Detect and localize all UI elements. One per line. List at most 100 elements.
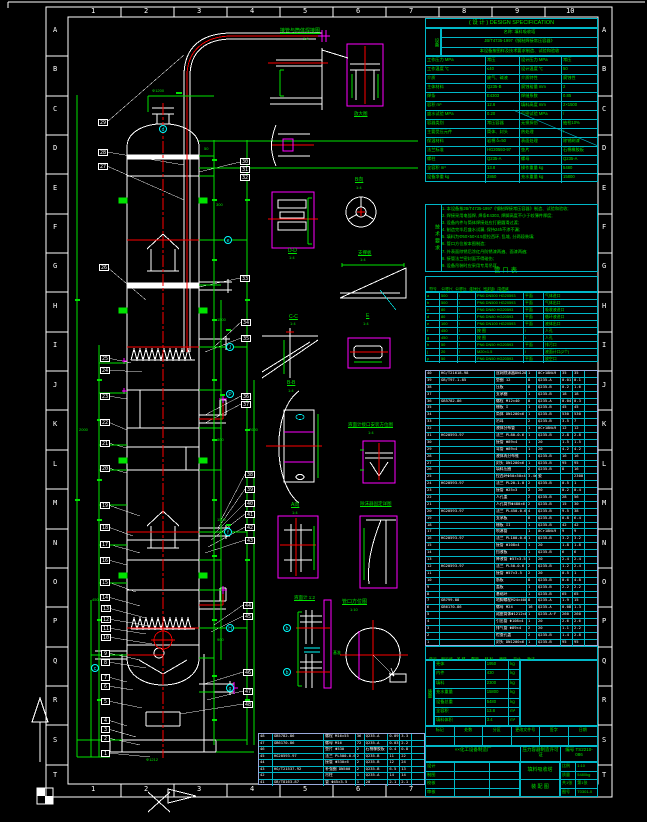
bom-row: 11 接管 Φ57×3.5 2 20 0.5 1 [426, 570, 597, 578]
bom-note [412, 754, 424, 760]
signature-empty-area [520, 660, 598, 726]
bom-row: 29 弯管 Φ89×4 1 20 4.2 4.2 [426, 446, 597, 454]
bom-material: Q235-B [537, 515, 561, 522]
bom-name: 封头 DN1200×6 [495, 639, 527, 647]
grid-ref: 5 [303, 7, 308, 15]
bom-standard: HG20593-97 [440, 536, 495, 543]
bom-qty: 1 [527, 639, 537, 647]
bom-name: 引出管 Φ108×4 [495, 619, 527, 625]
bom-row: 7 GB799-88 地脚螺栓M24×400 8 Q235-A 1.9 15 [426, 598, 597, 606]
notes-side-label: 技术要求 [426, 205, 442, 271]
bom-totalweight: 530 [573, 412, 585, 419]
drawing-label: A向 [291, 502, 300, 508]
nozzle-pn: / [458, 321, 476, 327]
bom-totalweight: 16 [573, 453, 585, 460]
bom-standard [440, 570, 495, 577]
nozzle-row: j 20 / M20×1.5 / 液面计口(2个) [426, 349, 597, 356]
spec-label: 焊缝系数 [520, 93, 562, 101]
spec-row: 螺柱 Q235-A 螺母 Q235-A [426, 156, 597, 165]
bom-name: 喷淋管 [495, 529, 527, 536]
nozzle-standard: PN6 DN100 HG20593 [476, 321, 524, 327]
drawing-label: 1:4 [363, 321, 369, 326]
signature-name [455, 780, 490, 788]
bom-unitweight: 42 [561, 522, 573, 529]
spec-label: 设计压力 MPa [520, 57, 562, 65]
bom-totalweight: 1.5 [573, 439, 585, 446]
bom-unitweight: 2.1 [388, 779, 401, 786]
nozzle-standard: PN6 DN50 HG20593 [476, 342, 524, 348]
bom-name: 人孔盖 [495, 495, 527, 501]
grid-ref: M [602, 499, 607, 507]
bom-unitweight: 0.01 [562, 377, 573, 384]
weight-row: 全容积 13.8 m³ [435, 707, 519, 718]
bom-header-cellwrap: 数量 [468, 657, 482, 669]
spec-value: 腐蚀性 [563, 75, 576, 80]
bom-material: Q235-B [537, 639, 561, 647]
bom-qty: 1 [527, 405, 537, 412]
bom-standard: HG20593-97 [440, 481, 495, 488]
bom-itemno: 32 [426, 426, 440, 433]
nozzle-table: a 500 / PN6 DN500 HG20593 平面 气体进口 b 500 … [425, 292, 598, 363]
spec-label: 表面处理 [520, 138, 562, 146]
bom-material: Q235-B [537, 591, 561, 598]
bom-qty: 36 [356, 734, 365, 740]
bom-row: 10 筋板 8 Q235-B 0.6 4.8 [426, 577, 597, 585]
grid-ref: A [602, 26, 607, 34]
bom-qty: 1 [356, 779, 365, 786]
grid-ref: J [602, 381, 607, 389]
bom-material: 瓷 [537, 474, 561, 481]
bom-itemno: 21 [426, 501, 440, 508]
bom-unitweight: 0.08 [562, 605, 573, 612]
nozzle-service: 排污口 [545, 342, 557, 347]
bom-standard [440, 543, 495, 550]
spec-label: 充水重量 kg [520, 174, 562, 183]
drawing-label: 1:4 [292, 510, 298, 515]
spec-row: 容器类别 常压容器 无损探伤 抽检10% [426, 120, 597, 129]
bom-totalweight: 18 [573, 391, 585, 398]
bom-name: 拉西环Φ50×50×4.5 [496, 474, 527, 481]
spec-label: 螺柱 [426, 156, 486, 164]
grid-ref: 1 [91, 7, 96, 15]
nozzle-face: 平面 [524, 293, 544, 299]
bom-itemno: 10 [426, 577, 440, 584]
bom-material: Q235-A [365, 734, 389, 740]
bom-note [585, 509, 597, 515]
bom-totalweight: 0.4 [573, 488, 585, 495]
signature-name [455, 763, 490, 771]
bom-standard: GB6170-86 [273, 740, 325, 746]
nozzle-face: / [524, 349, 544, 355]
nozzle-pn: / [458, 349, 476, 355]
bom-totalweight: 2.1 [400, 779, 413, 786]
spec-header-text: JB/T4735-1997《钢制焊接常压容器》 [484, 38, 555, 44]
signature-row: 校核 [426, 780, 519, 789]
bom-totalweight: 42 [573, 522, 585, 529]
part-callout: 46 [243, 669, 254, 676]
bom-unitweight: 6 [561, 550, 573, 557]
weight-unit: m³ [510, 717, 516, 723]
bom-qty: 1 [527, 460, 537, 467]
bom-note [585, 371, 597, 377]
bom-itemno: 13 [426, 557, 440, 563]
nozzle-standard: M20×1.5 [476, 349, 524, 355]
bom-name: 检查孔盖 [495, 632, 527, 639]
grid-ref: P [602, 617, 607, 625]
part-callout: 24 [100, 367, 111, 374]
bom-unitweight: 2.2 [561, 584, 573, 591]
bom-qty: 1 [527, 612, 537, 619]
drawing-label: 放大图 [354, 111, 368, 116]
bom-note [585, 536, 597, 542]
bom-header-cell: 名 称 [456, 657, 466, 661]
bom-unitweight: 12 [561, 426, 573, 433]
bom-row: 32 液体分布管 1 0Cr18Ni9 12 12 [426, 426, 597, 434]
bom-qty: 2 [527, 467, 537, 474]
bom-material: Q235-B [537, 453, 561, 460]
nozzle-face: 平面 [524, 314, 544, 320]
bom-row: 5 裙座筒体Φ1212×8 1 Q235-A·F 260 260 [426, 612, 597, 620]
bom-standard [440, 557, 495, 563]
spec-value: 15800 [563, 174, 575, 179]
bom-note [585, 405, 597, 411]
bom-unitweight: 260 [561, 612, 573, 619]
grid-ref: 8 [462, 7, 467, 15]
bom-qty: 1 [527, 557, 537, 563]
